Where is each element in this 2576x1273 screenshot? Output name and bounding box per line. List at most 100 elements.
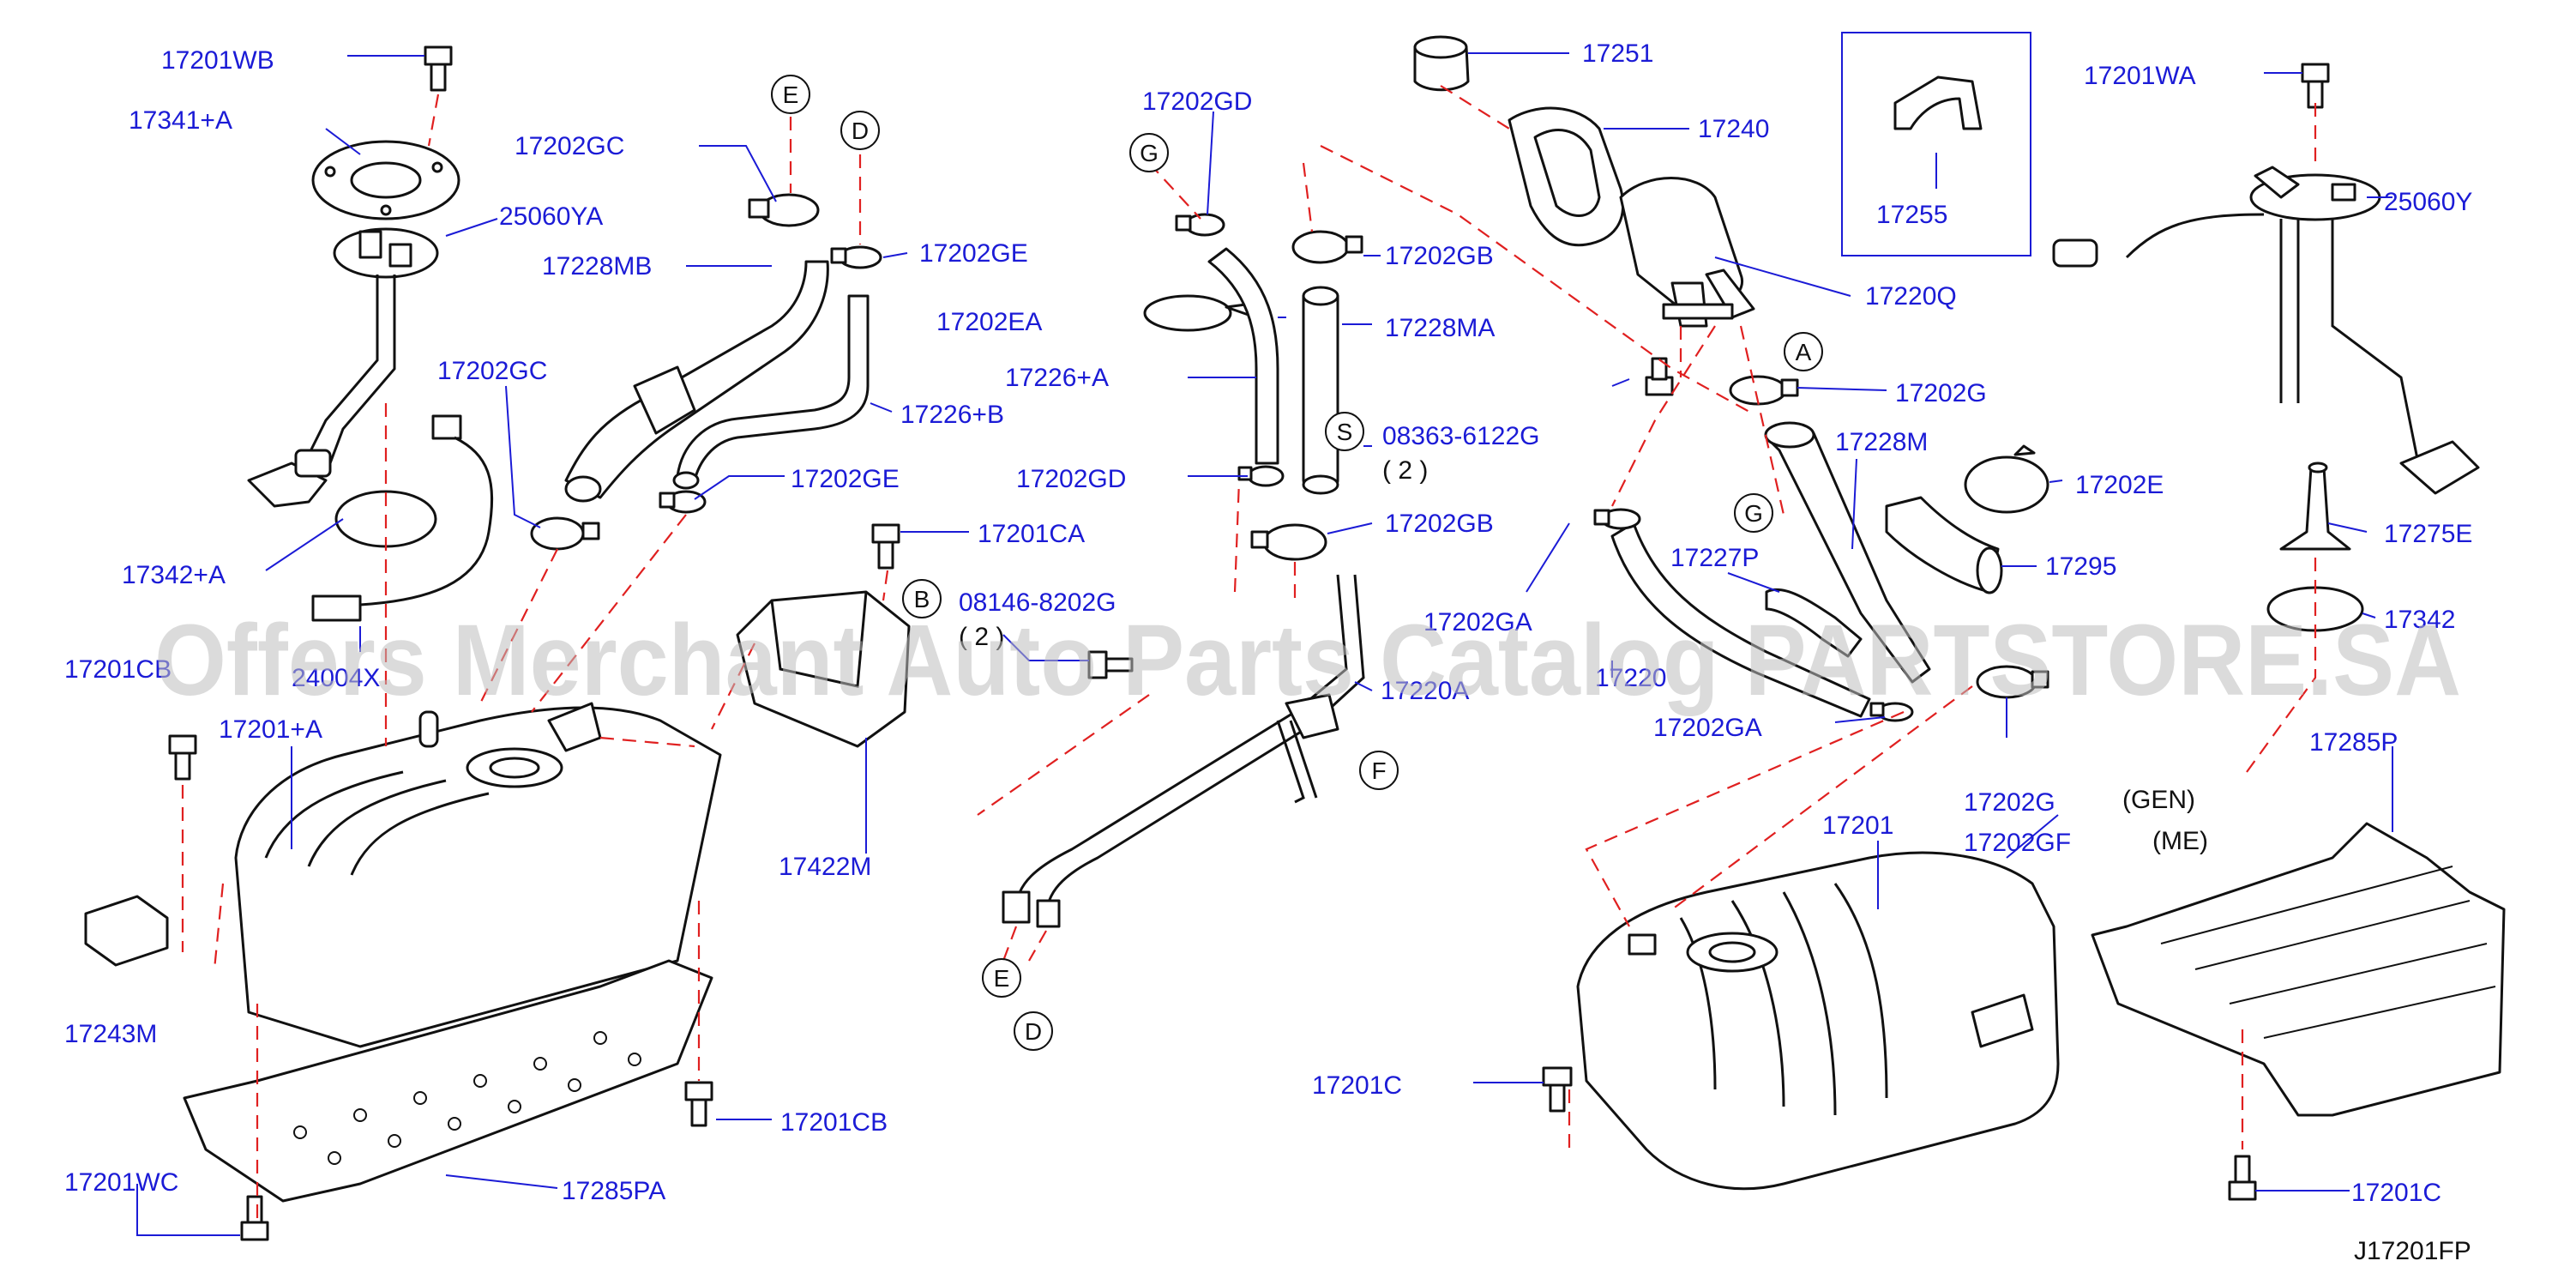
callout-e-bottom: E bbox=[982, 958, 1021, 998]
bolt-08363-6122g[interactable] bbox=[1645, 357, 1674, 396]
tube-assembly-17220a[interactable] bbox=[1002, 574, 1365, 928]
heat-shield-left[interactable] bbox=[183, 959, 713, 1203]
label-17201wb[interactable]: 17201WB bbox=[161, 46, 274, 75]
label-17255[interactable]: 17255 bbox=[1876, 201, 1947, 229]
bolt-17201cb[interactable] bbox=[684, 1081, 713, 1127]
label-17251[interactable]: 17251 bbox=[1582, 39, 1653, 68]
hose-17226a[interactable] bbox=[1207, 247, 1279, 465]
label-17228m[interactable]: 17228M bbox=[1835, 428, 1928, 456]
label-17240[interactable]: 17240 bbox=[1698, 115, 1769, 143]
label-17295[interactable]: 17295 bbox=[2045, 552, 2116, 581]
label-17202gc-mid[interactable]: 17202GC bbox=[437, 357, 547, 385]
filler-hose-mb[interactable] bbox=[564, 260, 829, 503]
pad-17243m[interactable] bbox=[84, 895, 169, 967]
label-17342a[interactable]: 17342+A bbox=[122, 561, 226, 589]
clamp-17202gd-top[interactable] bbox=[1175, 213, 1225, 237]
label-17227p[interactable]: 17227P bbox=[1670, 544, 1759, 572]
tube-17220[interactable] bbox=[1610, 522, 1871, 718]
bolt-17201c-right[interactable] bbox=[2228, 1155, 2257, 1201]
label-17201ca[interactable]: 17201CA bbox=[978, 520, 1085, 548]
label-24004x[interactable]: 24004X bbox=[292, 664, 380, 692]
label-17220[interactable]: 17220 bbox=[1595, 664, 1666, 692]
label-08363-6122g[interactable]: 08363-6122G bbox=[1382, 422, 1540, 450]
label-17220a[interactable]: 17220A bbox=[1381, 677, 1469, 705]
hose-17228ma[interactable] bbox=[1302, 286, 1339, 495]
label-17202ge-top[interactable]: 17202GE bbox=[919, 239, 1028, 268]
clamp-17202gb-mid[interactable] bbox=[1250, 523, 1327, 561]
clamp-17202ga-lower[interactable] bbox=[1869, 702, 1914, 722]
clamp-17202ge-mid[interactable] bbox=[659, 490, 707, 514]
bolt-17201c-main[interactable] bbox=[1542, 1066, 1573, 1113]
label-17202g-lower[interactable]: 17202G bbox=[1964, 788, 2055, 817]
label-17201c-right[interactable]: 17201C bbox=[2351, 1179, 2441, 1207]
label-17202gb-top[interactable]: 17202GB bbox=[1385, 242, 1494, 270]
label-17202g-upper[interactable]: 17202G bbox=[1895, 379, 1987, 407]
breather-hose-b[interactable] bbox=[672, 294, 870, 490]
seal-17240[interactable] bbox=[1508, 106, 1625, 247]
clamp-17202ga-upper[interactable] bbox=[1593, 508, 1641, 530]
label-17341a[interactable]: 17341+A bbox=[129, 106, 232, 135]
label-17201cb[interactable]: 17201CB bbox=[780, 1108, 888, 1137]
heat-shield-right[interactable] bbox=[2091, 822, 2506, 1117]
label-17285p[interactable]: 17285P bbox=[2309, 728, 2398, 757]
clamp-17202gc-top[interactable] bbox=[748, 193, 820, 227]
bolt-17201wa[interactable] bbox=[2301, 63, 2330, 109]
label-17202ga-lower[interactable]: 17202GA bbox=[1653, 714, 1762, 742]
fuel-tank-left[interactable] bbox=[234, 702, 722, 1048]
harness-connector[interactable] bbox=[311, 414, 494, 622]
hose-17227p[interactable] bbox=[1765, 588, 1863, 658]
label-17201[interactable]: 17201 bbox=[1822, 811, 1893, 840]
label-17202gd-top[interactable]: 17202GD bbox=[1142, 87, 1252, 116]
label-17202e[interactable]: 17202E bbox=[2075, 471, 2164, 499]
label-17202ge-mid[interactable]: 17202GE bbox=[791, 465, 900, 493]
bolt-17201wb[interactable] bbox=[424, 45, 453, 92]
label-17228mb[interactable]: 17228MB bbox=[542, 252, 652, 281]
clamp-17202e[interactable] bbox=[1964, 444, 2049, 514]
label-17202gc-top[interactable]: 17202GC bbox=[515, 132, 624, 160]
label-25060y[interactable]: 25060Y bbox=[2384, 188, 2472, 216]
panel-17255[interactable] bbox=[1841, 32, 2031, 256]
label-17342[interactable]: 17342 bbox=[2384, 606, 2455, 634]
fuel-sender-unit-left[interactable] bbox=[247, 227, 439, 508]
bolt-17201wc[interactable] bbox=[240, 1195, 269, 1241]
label-08146-8202g[interactable]: 08146-8202G bbox=[959, 588, 1116, 617]
pump-17275e[interactable] bbox=[2279, 462, 2351, 551]
label-17202ga-upper[interactable]: 17202GA bbox=[1423, 608, 1532, 636]
clamp-17202gd-mid[interactable] bbox=[1237, 465, 1285, 487]
hose-17295[interactable] bbox=[1885, 496, 2003, 594]
label-17201c-main[interactable]: 17201C bbox=[1312, 1071, 1402, 1100]
watermark: Offers Merchant Auto Parts Catalog PARTS… bbox=[154, 604, 2461, 717]
filler-neck-17220q[interactable] bbox=[1619, 177, 1755, 328]
label-17275e[interactable]: 17275E bbox=[2384, 520, 2472, 548]
bracket-17422m[interactable] bbox=[736, 590, 911, 748]
hose-17228m[interactable] bbox=[1764, 421, 1931, 684]
cap-17251[interactable] bbox=[1413, 35, 1470, 92]
label-25060ya[interactable]: 25060YA bbox=[499, 202, 603, 231]
label-17228ma[interactable]: 17228MA bbox=[1385, 314, 1495, 342]
clamp-17202gb-top[interactable] bbox=[1291, 230, 1363, 264]
label-17202gf[interactable]: 17202GF bbox=[1964, 829, 2071, 857]
label-17226b[interactable]: 17226+B bbox=[900, 401, 1004, 429]
clamp-17202ge-top[interactable] bbox=[830, 245, 882, 269]
label-17201cb-left[interactable]: 17201CB bbox=[64, 655, 172, 684]
label-17226a[interactable]: 17226+A bbox=[1005, 364, 1109, 392]
label-17201wc[interactable]: 17201WC bbox=[64, 1168, 178, 1197]
sender-gasket-left[interactable] bbox=[311, 140, 460, 220]
bolt-08146-8202g[interactable] bbox=[1087, 650, 1134, 679]
label-17202gb-mid[interactable]: 17202GB bbox=[1385, 510, 1494, 538]
bolt-17201cb-left[interactable] bbox=[168, 734, 197, 781]
clamp-17202g-upper[interactable] bbox=[1729, 375, 1799, 406]
fuel-tank-main[interactable] bbox=[1576, 851, 2060, 1191]
bolt-17201ca[interactable] bbox=[871, 523, 900, 570]
label-17422m[interactable]: 17422M bbox=[779, 853, 871, 881]
label-17202gd-mid[interactable]: 17202GD bbox=[1016, 465, 1126, 493]
fuel-sender-unit-right[interactable] bbox=[2052, 166, 2480, 495]
label-17285pa[interactable]: 17285PA bbox=[562, 1177, 665, 1205]
label-17201wa[interactable]: 17201WA bbox=[2084, 62, 2196, 90]
label-17201a[interactable]: 17201+A bbox=[219, 715, 322, 744]
clamp-17202gc-mid[interactable] bbox=[530, 516, 600, 551]
label-17202ea[interactable]: 17202EA bbox=[936, 308, 1042, 336]
label-17220q[interactable]: 17220Q bbox=[1865, 282, 1957, 311]
label-17243m[interactable]: 17243M bbox=[64, 1020, 157, 1048]
